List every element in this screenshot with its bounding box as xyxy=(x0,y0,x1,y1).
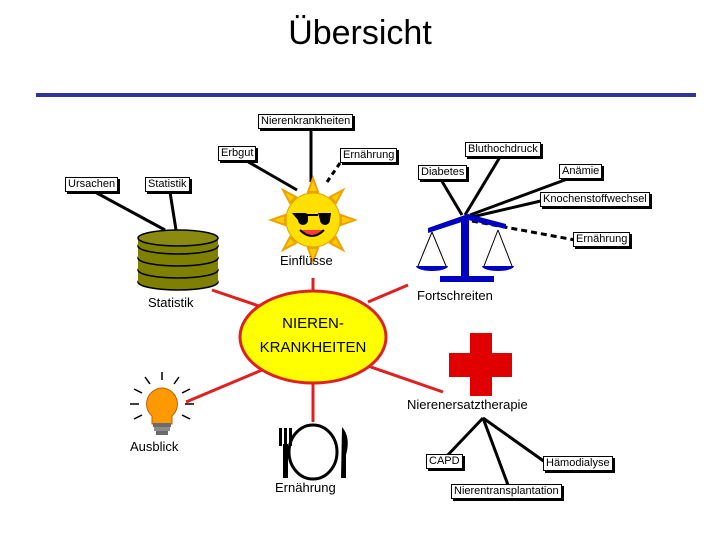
title-divider xyxy=(36,93,696,97)
section-nierenersatztherapie: Nierenersatztherapie xyxy=(407,397,528,412)
section-ausblick: Ausblick xyxy=(130,439,179,454)
box-nierenkrankheiten: Nierenkrankheiten xyxy=(258,114,354,129)
box-anaemie: Anämie xyxy=(559,164,603,179)
center-ellipse xyxy=(238,289,388,385)
box-ursachen: Ursachen xyxy=(65,177,119,192)
box-statistik: Statistik xyxy=(145,177,190,192)
section-statistik: Statistik xyxy=(148,295,194,310)
box-diabetes: Diabetes xyxy=(418,165,468,180)
connectors xyxy=(94,130,576,486)
balance-scale-icon xyxy=(416,214,514,282)
box-ernaehrung-right: Ernährung xyxy=(573,232,631,247)
sun-with-sunglasses-icon xyxy=(268,175,358,265)
section-fortschreiten: Fortschreiten xyxy=(417,288,493,303)
box-bluthochdruck: Bluthochdruck xyxy=(465,142,541,157)
box-knochenstoffwechsel: Knochenstoffwechsel xyxy=(540,192,650,207)
coin-stack-icon xyxy=(137,229,219,291)
page-title: Übersicht xyxy=(288,14,432,52)
center-title-line1: NIEREN- xyxy=(282,315,344,332)
center-title: NIEREN- KRANKHEITEN xyxy=(243,312,383,360)
box-ernaehrung-top: Ernährung xyxy=(340,148,398,163)
box-nierentransplantation: Nierentransplantation xyxy=(451,484,562,499)
box-haemodialyse: Hämodialyse xyxy=(543,456,613,471)
center-title-line2: KRANKHEITEN xyxy=(259,339,367,356)
section-einfluesse: Einflüsse xyxy=(280,253,333,268)
section-ernaehrung: Ernährung xyxy=(275,480,336,495)
box-erbgut: Erbgut xyxy=(218,146,257,161)
plate-cutlery-icon xyxy=(279,423,348,481)
light-bulb-icon xyxy=(130,372,194,435)
box-capd: CAPD xyxy=(426,454,463,469)
spokes xyxy=(185,278,444,422)
red-cross-icon xyxy=(449,333,512,396)
